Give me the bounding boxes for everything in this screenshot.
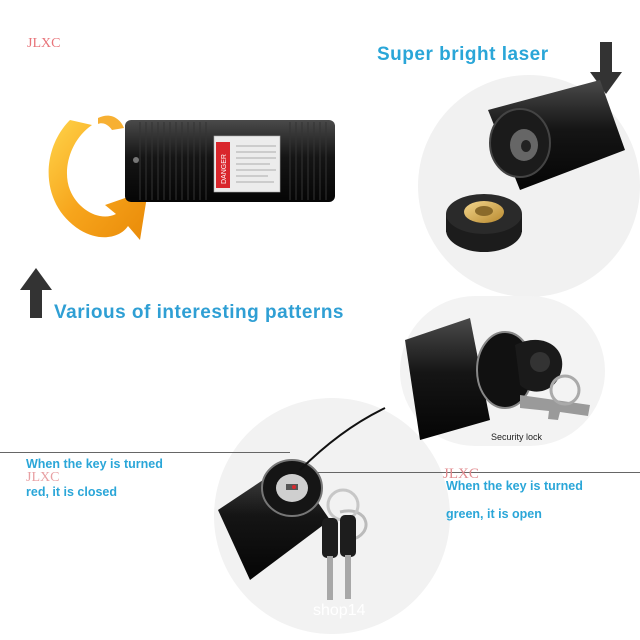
headline-patterns: Various of interesting patterns [54,302,344,323]
arrow-down-icon [590,42,622,94]
danger-label: DANGER [221,154,228,184]
security-lock [405,318,590,440]
key-switch [218,407,386,600]
watermark-left: JLXC [26,470,60,485]
shop-watermark: shop14 [313,602,366,619]
caption-closed-line1: When the key is turned [26,457,163,471]
watermark-top: JLXC [27,36,61,51]
caption-closed-line2: red, it is closed [26,485,118,499]
caption-open-line1: When the key is turned [446,479,583,493]
laser-module: DANGER [125,120,335,202]
laser-tip [488,80,625,190]
leader-line-left [0,452,290,453]
lens-cap [446,194,522,252]
headline-super-bright: Super bright laser [377,44,549,65]
caption-open-line2: green, it is open [446,507,542,521]
watermark-right: JLXC [443,466,479,482]
leader-line-right [305,472,640,473]
security-lock-caption: Security lock [491,432,543,442]
arrow-up-icon [20,268,52,318]
rotate-arrow-icon [48,115,148,240]
